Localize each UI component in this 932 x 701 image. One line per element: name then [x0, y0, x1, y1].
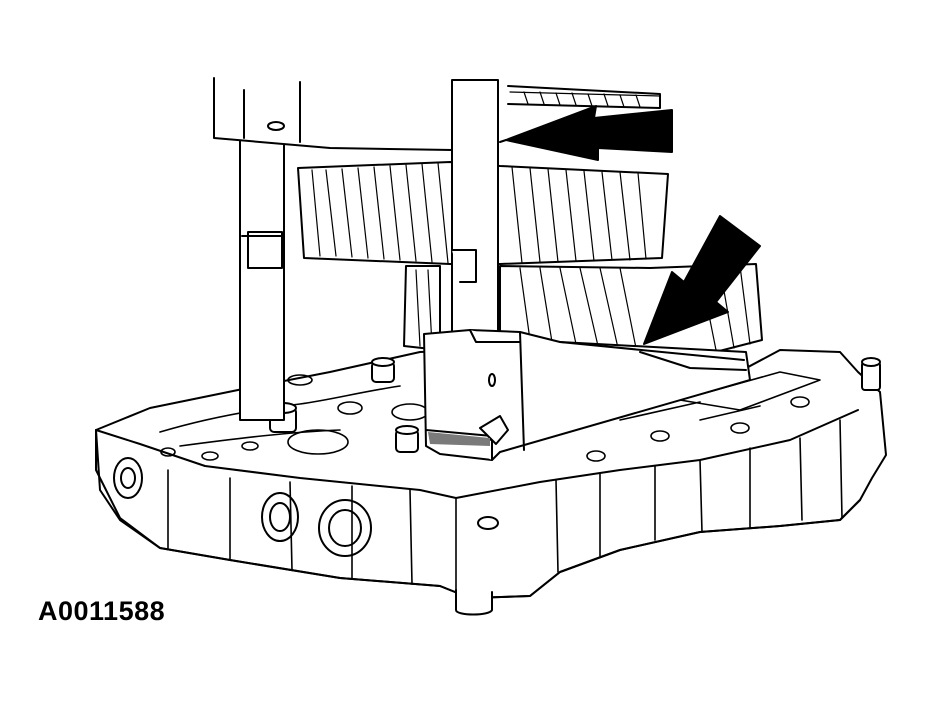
special-tool-block: [424, 330, 750, 460]
top-gear-band: [510, 92, 660, 107]
arrow-down-left-icon: [644, 216, 760, 344]
support-shaft: [240, 140, 284, 420]
case-bores: [114, 458, 498, 556]
transmission-case: [96, 350, 886, 615]
arrow-leaders: [500, 140, 506, 142]
press-ram: [452, 80, 498, 340]
figure-reference-code: A0011588: [38, 596, 166, 626]
fixture-frame: [214, 78, 660, 150]
output-shaft-stub: [456, 590, 492, 615]
tool-shadow: [428, 432, 490, 446]
arrow-left-icon: [506, 106, 672, 160]
case-pins: [270, 358, 880, 452]
case-ribs: [168, 420, 842, 590]
